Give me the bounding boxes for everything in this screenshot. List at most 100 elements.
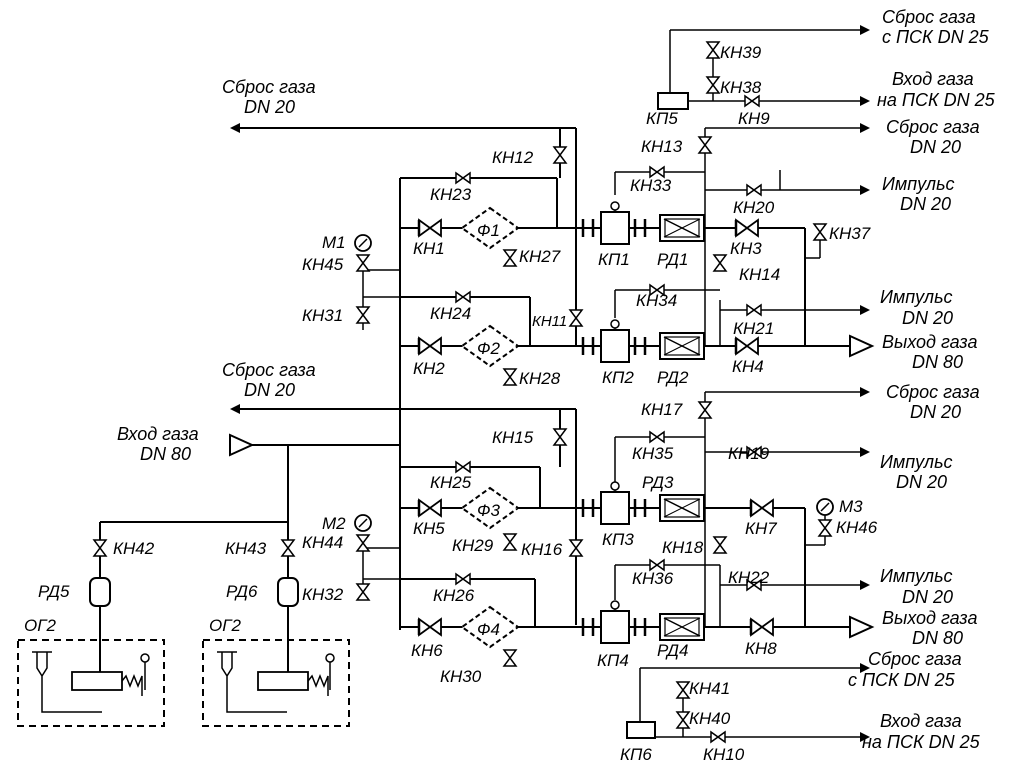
- label-kn31: КН31: [302, 306, 343, 325]
- label-kn16: КН16: [521, 540, 563, 559]
- label-kn41: КН41: [689, 679, 730, 698]
- label-kn23: КН23: [430, 185, 472, 204]
- regulator-rd1-icon: [659, 214, 705, 242]
- note-main-inlet-b: DN 80: [140, 444, 191, 464]
- note-vent-psk-bot-1: Сброс газа: [868, 649, 962, 669]
- label-og2-right: ОГ2: [209, 616, 241, 635]
- label-kn13: КН13: [641, 137, 683, 156]
- label-rd1: РД1: [657, 250, 688, 269]
- label-og2-left: ОГ2: [24, 616, 56, 635]
- note-vent-a1: Сброс газа: [886, 117, 980, 137]
- gauge-m3-icon: [816, 498, 834, 516]
- note-impulse-2b: DN 20: [902, 308, 953, 328]
- label-kn3: КН3: [730, 239, 762, 258]
- valve-kn8-icon: [749, 617, 775, 637]
- vent-arrow-1-icon: [230, 123, 240, 133]
- label-kn15: КН15: [492, 428, 534, 447]
- outlet-arrow-1-icon: [849, 335, 873, 357]
- regulator-rd6-icon: [277, 577, 299, 607]
- label-kn38: КН38: [720, 78, 762, 97]
- valve-kn6-icon: [417, 617, 443, 637]
- valve-kn10-icon: [710, 731, 726, 743]
- vent-arrow-2-icon: [230, 404, 240, 414]
- note-vent-left-2b: DN 20: [244, 380, 295, 400]
- valve-kn7-icon: [749, 498, 775, 518]
- regulator-rd5-icon: [89, 577, 111, 607]
- label-kn22: КН22: [728, 568, 770, 587]
- og2-unit-right: [202, 639, 350, 727]
- label-kn32: КН32: [302, 585, 344, 604]
- label-kp4: КП4: [597, 651, 629, 670]
- label-kn9: КН9: [738, 109, 770, 128]
- note-vent-psk-top-2: с ПСК DN 25: [882, 27, 990, 47]
- label-kn8: КН8: [745, 639, 777, 658]
- label-kn26: КН26: [433, 586, 475, 605]
- label-kp6: КП6: [620, 745, 652, 764]
- note-outlet-2a: Выход газа: [882, 608, 977, 628]
- note-vent-left-2a: Сброс газа: [222, 360, 316, 380]
- note-vent-c2: DN 20: [910, 402, 961, 422]
- shutoff-kp3-icon: [600, 481, 630, 525]
- label-kn45: КН45: [302, 255, 344, 274]
- equipment: [89, 25, 873, 743]
- label-kn10: КН10: [703, 745, 745, 764]
- note-vent-psk-top-1: Сброс газа: [882, 7, 976, 27]
- label-kn5: КН5: [413, 519, 445, 538]
- label-kn27: КН27: [519, 247, 561, 266]
- valve-kn5-icon: [417, 498, 443, 518]
- note-outlet-1a: Выход газа: [882, 332, 977, 352]
- note-inlet-psk-top-1: Вход газа: [892, 69, 974, 89]
- label-kn11: КН11: [532, 313, 567, 330]
- label-kn30: КН30: [440, 667, 482, 686]
- regulator-rd4-icon: [659, 613, 705, 641]
- label-kn36: КН36: [632, 569, 674, 588]
- label-kn20: КН20: [733, 198, 775, 217]
- label-rd4: РД4: [657, 641, 688, 660]
- note-vent-a2: DN 20: [910, 137, 961, 157]
- label-kn42: КН42: [113, 539, 155, 558]
- note-vent-left-1b: DN 20: [244, 97, 295, 117]
- label-kn18: КН18: [662, 538, 704, 557]
- label-kp2: КП2: [602, 368, 634, 387]
- label-kn43: КН43: [225, 539, 267, 558]
- note-outlet-2b: DN 80: [912, 628, 963, 648]
- note-impulse-1b: DN 20: [900, 194, 951, 214]
- valve-kn3-icon: [734, 218, 760, 238]
- note-vent-psk-bot-2: с ПСК DN 25: [848, 670, 956, 690]
- label-kn28: КН28: [519, 369, 561, 388]
- note-main-inlet-a: Вход газа: [117, 424, 199, 444]
- note-impulse-1a: Импульс: [882, 174, 955, 194]
- note-impulse-4a: Импульс: [880, 566, 953, 586]
- regulator-rd2-icon: [659, 332, 705, 360]
- outlet-arrow-2-icon: [849, 616, 873, 638]
- valve-kn1-icon: [417, 218, 443, 238]
- relief-kp5-icon: [657, 92, 689, 110]
- label-m3: М3: [839, 497, 863, 516]
- label-kn6: КН6: [411, 641, 443, 660]
- note-inlet-psk-bot-2: на ПСК DN 25: [862, 732, 981, 752]
- gauge-m2-icon: [354, 514, 372, 532]
- label-kn12: КН12: [492, 148, 534, 167]
- label-f4: Ф4: [477, 620, 500, 639]
- valve-kn4-icon: [734, 336, 760, 356]
- label-kn14: КН14: [739, 265, 780, 284]
- label-f3: Ф3: [477, 501, 501, 520]
- label-f2: Ф2: [477, 339, 501, 358]
- note-impulse-3b: DN 20: [896, 472, 947, 492]
- inlet-arrow-icon: [229, 434, 253, 456]
- label-kn29: КН29: [452, 536, 494, 555]
- shutoff-kp4-icon: [600, 600, 630, 644]
- note-impulse-2a: Импульс: [880, 287, 953, 307]
- valve-kn2-icon: [417, 336, 443, 356]
- valve-kn9-icon: [744, 95, 760, 107]
- note-vent-left-1a: Сброс газа: [222, 77, 316, 97]
- label-kn21: КН21: [733, 319, 774, 338]
- equipment-labels: КН1 КН2 КН3 КН4 КН5 КН6 КН7 КН8 КН9 КН10…: [24, 43, 878, 764]
- label-kn4: КН4: [732, 357, 764, 376]
- label-kn1: КН1: [413, 239, 445, 258]
- regulator-rd3-icon: [659, 494, 705, 522]
- note-impulse-3a: Импульс: [880, 452, 953, 472]
- note-outlet-1b: DN 80: [912, 352, 963, 372]
- label-kn24: КН24: [430, 304, 471, 323]
